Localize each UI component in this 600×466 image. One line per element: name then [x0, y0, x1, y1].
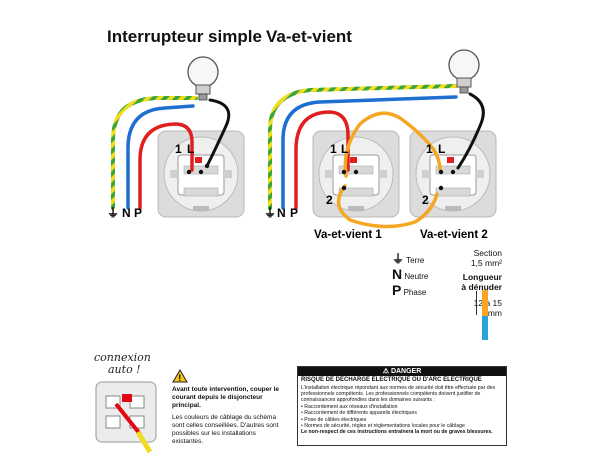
phase-label: P [290, 206, 298, 220]
legend-phase: P Phase [392, 282, 427, 298]
auto-line-1: connexion [94, 351, 151, 364]
travel-wire-lower [336, 184, 439, 229]
switch-2-label: Va-et-vient 2 [420, 229, 488, 241]
phase-label: P [134, 206, 142, 220]
auto-line-2: auto ! [108, 363, 141, 376]
warning-note-bold: Avant toute intervention, couper le cour… [172, 386, 280, 409]
bulb-icon [187, 56, 219, 101]
auto-connection-illustration [95, 381, 157, 454]
wire-legend: ⏚ Terre N Neutre P Phase [392, 252, 462, 298]
copper-strip-icon [482, 290, 488, 316]
terminal-2-label: 2 [326, 193, 333, 207]
warning-note-text: Les couleurs de câblage du schéma sont c… [172, 414, 279, 445]
ground-icon: ⏚ [107, 206, 119, 220]
wiring-diagram: 1 L 1 L 2 1 L 2 ⏚ N P ⏚ N P Va-et-vient … [107, 49, 497, 241]
ground-icon: ⏚ [392, 252, 405, 266]
auto-connection-caption: connexion auto ! [94, 352, 151, 376]
phase-wire-simple [138, 122, 194, 210]
strip-label-1: Longueur [462, 272, 502, 282]
neutral-label: N [122, 206, 131, 220]
neutral-wire-simple [126, 104, 195, 210]
travel-wire-upper [343, 111, 442, 178]
danger-header: ⚠ DANGER [298, 367, 506, 376]
neutral-label: N [277, 206, 286, 220]
warning-note: Avant toute intervention, couper le cour… [172, 386, 282, 446]
strip-label-2: à dénuder [461, 282, 502, 292]
strip-unit: mm [487, 308, 502, 318]
legend-earth: ⏚ Terre [392, 252, 425, 266]
warning-icon: ! [172, 369, 188, 383]
terminal-L-label: L [438, 142, 445, 156]
terminal-1-label: 1 [330, 142, 337, 156]
section-label: Section [473, 248, 502, 258]
terminal-1-label: 1 [426, 142, 433, 156]
danger-title: RISQUE DE DÉCHARGE ÉLECTRIQUE OU D'ARC É… [301, 377, 482, 383]
bulb-icon [448, 49, 480, 94]
ground-icon: ⏚ [264, 206, 276, 220]
terminal-L-label: L [187, 142, 194, 156]
terminal-1-label: 1 [175, 142, 182, 156]
title-simple: Interrupteur simple [107, 27, 262, 46]
danger-text: L'installation électrique répondant aux … [301, 384, 496, 429]
terminal-L-label: L [341, 142, 348, 156]
title-va-et-vient: Va-et-vient [266, 27, 352, 46]
danger-footer: Le non-respect de ces instructions entra… [301, 429, 493, 436]
section-value: 1,5 mm² [470, 258, 502, 268]
terminal-2-label: 2 [422, 193, 429, 207]
legend-neutral: N Neutre [392, 266, 429, 282]
earth-wire-simple [111, 96, 198, 210]
return-wire-va-et-vient [456, 92, 485, 170]
earth-wire-va-et-vient [268, 84, 457, 210]
switch-1-label: Va-et-vient 1 [314, 229, 382, 241]
phase-wire-va-et-vient [294, 110, 350, 210]
strip-dimension-line [476, 291, 477, 315]
danger-box: ⚠ DANGER RISQUE DE DÉCHARGE ÉLECTRIQUE O… [297, 366, 507, 446]
return-wire-simple [205, 98, 231, 168]
neutral-wire-va-et-vient [281, 95, 458, 210]
svg-text:!: ! [178, 373, 181, 383]
